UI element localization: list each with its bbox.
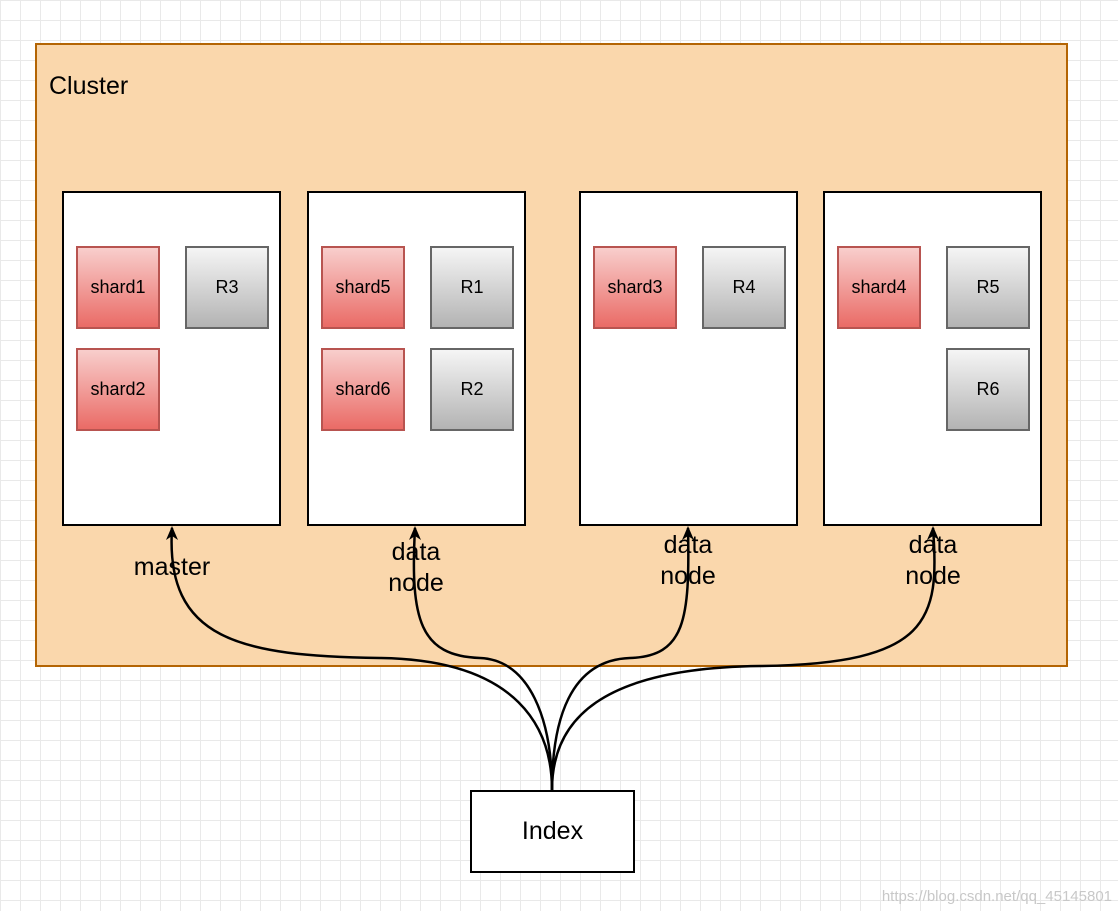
primary-shard[interactable]: shard4 [837, 246, 921, 329]
node-label-master: master [133, 553, 211, 581]
replica-shard[interactable]: R6 [946, 348, 1030, 431]
replica-shard[interactable]: R1 [430, 246, 514, 329]
primary-shard[interactable]: shard1 [76, 246, 160, 329]
watermark-text: https://blog.csdn.net/qq_45145801 [881, 888, 1112, 905]
replica-shard[interactable]: R2 [430, 348, 514, 431]
primary-shard[interactable]: shard3 [593, 246, 677, 329]
cluster-title: Cluster [49, 72, 129, 100]
node-label-data: data node [905, 531, 961, 590]
primary-shard[interactable]: shard2 [76, 348, 160, 431]
node-label-data: data node [388, 538, 444, 597]
replica-shard[interactable]: R3 [185, 246, 269, 329]
replica-shard[interactable]: R5 [946, 246, 1030, 329]
node-data[interactable]: shard3 R4 [579, 191, 798, 526]
index-box[interactable]: Index [470, 790, 635, 873]
primary-shard[interactable]: shard5 [321, 246, 405, 329]
node-master[interactable]: shard1 R3 shard2 [62, 191, 281, 526]
primary-shard[interactable]: shard6 [321, 348, 405, 431]
node-data[interactable]: shard4 R5 R6 [823, 191, 1042, 526]
node-data[interactable]: shard5 R1 shard6 R2 [307, 191, 526, 526]
node-label-data: data node [660, 531, 716, 590]
replica-shard[interactable]: R4 [702, 246, 786, 329]
index-label: Index [521, 817, 584, 845]
